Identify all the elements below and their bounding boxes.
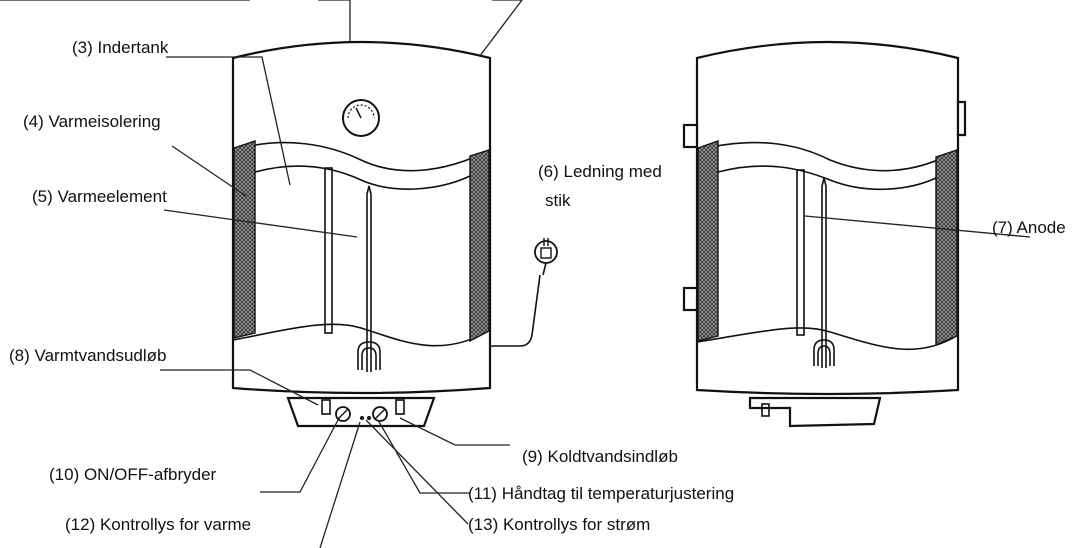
label-afbryder: (10) ON/OFF-afbryder (49, 465, 217, 484)
labels: (3) Indertank (4) Varmeisolering (5) Var… (9, 38, 1066, 534)
side-insulation-right (935, 149, 958, 347)
power-indicator-light (367, 416, 371, 420)
label-kontrollys-varme: (12) Kontrollys for varme (65, 515, 251, 534)
leader-lines (160, 56, 1031, 548)
anode-rod (796, 169, 805, 336)
front-tank-body (231, 40, 492, 395)
front-element-tube (324, 167, 333, 334)
side-pipe (761, 403, 770, 417)
on-off-knob (335, 406, 351, 422)
temperature-knob (372, 406, 388, 422)
side-cutaway-outline (696, 141, 959, 351)
power-cable (490, 274, 541, 347)
front-inner-tank-curve (254, 165, 471, 190)
cold-water-pipe (395, 399, 405, 415)
heater-front-view (231, 40, 558, 428)
label-handtag: (11) Håndtag til temperaturjustering (468, 484, 734, 503)
label-koldtvandsindlob: (9) Koldtvandsindløb (522, 447, 678, 466)
label-anode: (7) Anode (992, 218, 1066, 237)
front-insulation-left (233, 140, 256, 339)
hot-water-pipe (321, 399, 331, 415)
label-varmeisolering: (4) Varmeisolering (23, 112, 161, 131)
lower-wall-bracket (682, 286, 699, 312)
thermometer-dial (342, 99, 380, 137)
label-ledning-line1: (6) Ledning med (538, 162, 662, 181)
label-indertank: (3) Indertank (72, 38, 169, 57)
side-heating-coil (813, 339, 835, 366)
side-inner-tank-curve (717, 165, 937, 191)
side-protrusion (956, 100, 967, 137)
side-insulation-left (697, 140, 719, 342)
side-heating-rod (821, 177, 827, 368)
heat-indicator-light (360, 416, 364, 420)
control-box (286, 396, 436, 428)
front-insulation-right (469, 149, 490, 343)
plug-icon (534, 238, 558, 276)
label-kontrollys-strom: (13) Kontrollys for strøm (468, 515, 650, 534)
front-cutaway-outline (232, 141, 491, 347)
front-heating-coil (357, 341, 381, 370)
heater-side-view (682, 40, 967, 428)
label-varmeelement: (5) Varmeelement (32, 187, 167, 206)
label-varmtvandsudlob: (8) Varmtvandsudløb (9, 346, 166, 365)
label-ledning-line2: stik (545, 191, 571, 210)
side-control-box (748, 396, 882, 428)
upper-wall-bracket (682, 123, 699, 149)
